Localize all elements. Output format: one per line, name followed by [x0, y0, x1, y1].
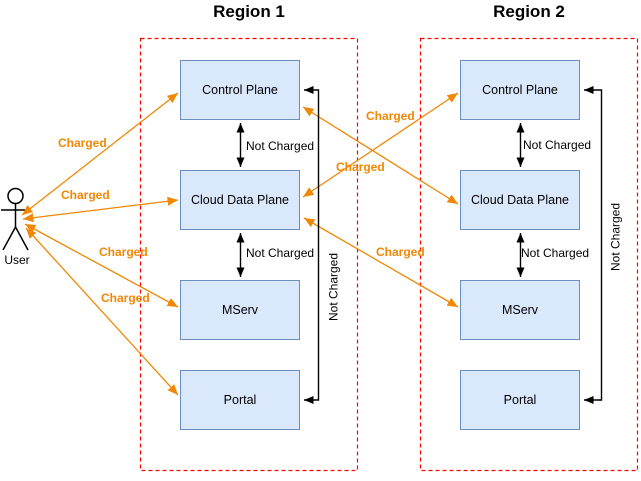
edge-label-charged-r1cdp-r2mserv: Charged: [376, 245, 425, 259]
edge-label-notcharged-r1-cp-portal: Not Charged: [326, 252, 341, 322]
node-r2-cloud-data-plane: Cloud Data Plane: [460, 170, 580, 230]
edge-user-r1-portal: [25, 227, 179, 396]
edge-label-notcharged-r1-cp-cdp: Not Charged: [246, 139, 315, 153]
region-2-title: Region 2: [493, 2, 565, 21]
edge-label-charged-user-mserv: Charged: [99, 245, 148, 259]
node-r1-portal: Portal: [180, 370, 300, 430]
edge-label-notcharged-r2-cp-portal: Not Charged: [608, 202, 623, 272]
node-r2-mserv: MServ: [460, 280, 580, 340]
edge-user-r1-control-plane: [21, 92, 179, 216]
edge-label-charged-user-cdp: Charged: [61, 188, 110, 202]
node-r2-control-plane: Control Plane: [460, 60, 580, 120]
edge-label-notcharged-r1-cdp-mserv: Not Charged: [246, 246, 315, 260]
user-actor-label: User: [4, 253, 30, 267]
edge-label-charged-user-cp: Charged: [58, 136, 107, 150]
node-r1-mserv: MServ: [180, 280, 300, 340]
node-r1-cloud-data-plane: Cloud Data Plane: [180, 170, 300, 230]
edge-r2-control-plane-r2-portal: [584, 86, 603, 404]
edge-user-r1-cloud-data-plane: [22, 196, 179, 223]
edge-label-notcharged-r2-cdp-mserv: Not Charged: [521, 246, 590, 260]
node-r2-portal: Portal: [460, 370, 580, 430]
edge-label-charged-r1cdp-r2cp: Charged: [366, 109, 415, 123]
edge-label-charged-r1cp-r2cdp: Charged: [336, 160, 385, 174]
edge-label-charged-user-portal: Charged: [101, 291, 150, 305]
node-r1-control-plane: Control Plane: [180, 60, 300, 120]
edge-label-notcharged-r2-cp-cdp: Not Charged: [523, 138, 592, 152]
edge-r1-cloud-data-plane-r2-control-plane: [302, 92, 459, 198]
edge-r1-control-plane-r1-portal: [304, 86, 320, 404]
edge-r1-cloud-data-plane-r2-mserv: [303, 217, 459, 308]
region-1-title: Region 1: [213, 2, 285, 21]
